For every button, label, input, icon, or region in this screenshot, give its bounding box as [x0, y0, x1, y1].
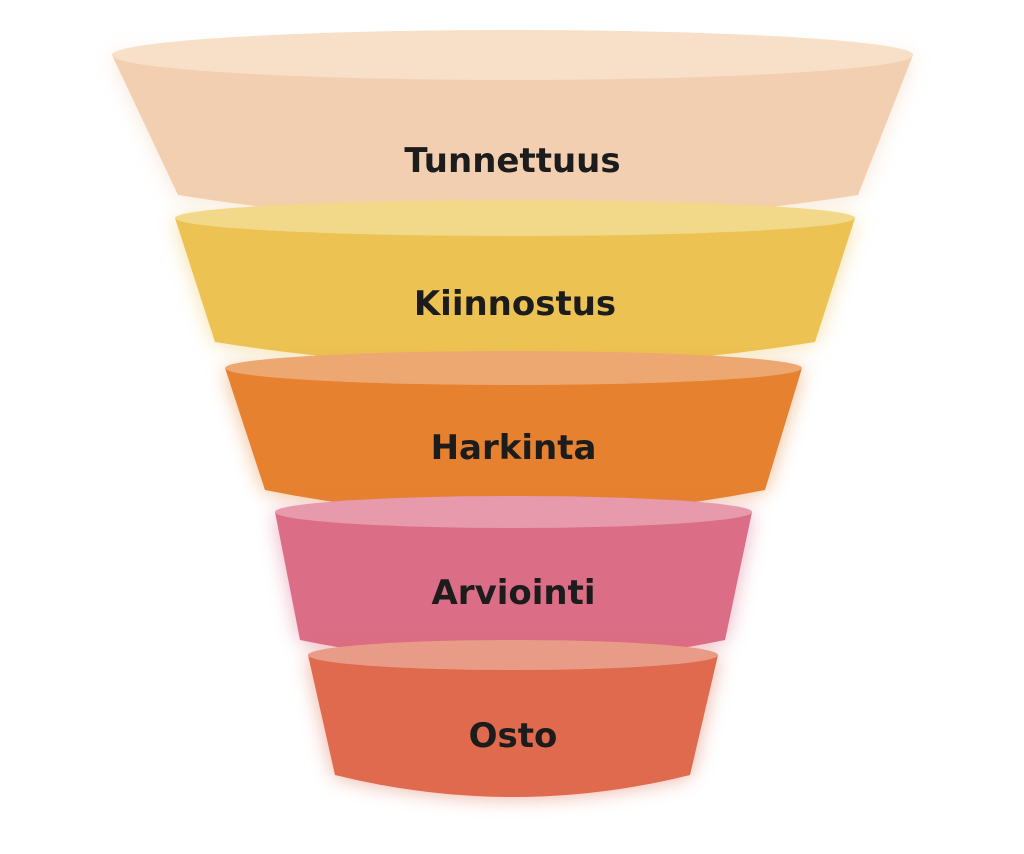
stage-body [175, 218, 855, 366]
stage-label: Tunnettuus [404, 141, 620, 181]
stage-body [225, 368, 802, 515]
stage-top [275, 496, 752, 528]
stage-body [275, 512, 752, 662]
stage-top [112, 30, 913, 80]
funnel-stage-2: Kiinnostus [175, 200, 855, 366]
stage-label: Harkinta [431, 428, 597, 468]
stage-top [308, 640, 718, 670]
funnel-stage-4: Arviointi [275, 496, 752, 662]
stage-label: Kiinnostus [414, 284, 616, 324]
funnel-stage-5: Osto [308, 640, 718, 797]
funnel-stage-1: Tunnettuus [112, 30, 913, 222]
stage-label: Osto [469, 716, 558, 756]
stage-top [225, 351, 802, 385]
stage-body [308, 655, 718, 797]
stage-label: Arviointi [431, 573, 595, 613]
stage-top [175, 200, 855, 236]
funnel-stage-3: Harkinta [225, 351, 802, 515]
stage-body [112, 55, 913, 222]
